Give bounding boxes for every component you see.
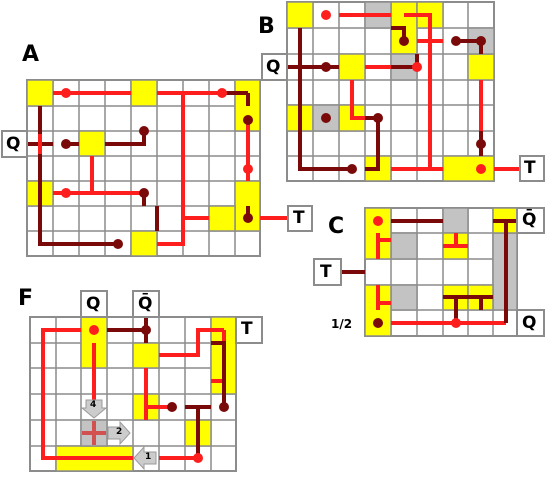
panel-f-marker-2: 2 bbox=[116, 427, 123, 437]
panel-f-title: F bbox=[18, 286, 34, 311]
panel-b-nodes bbox=[321, 10, 486, 174]
panel-c-red-wires bbox=[376, 233, 506, 325]
panel-f-marker-1: 1 bbox=[145, 452, 152, 462]
panel-f-markers bbox=[80, 399, 157, 471]
panel-c-qbar-label: Q̄ bbox=[522, 210, 537, 230]
panel-a-t-terminal-box bbox=[287, 205, 313, 232]
panel-f-gray-crossover bbox=[82, 421, 106, 445]
panel-a-q-label: Q bbox=[6, 134, 21, 154]
panel-f-nodes bbox=[89, 325, 229, 463]
panel-c-t-terminal-box bbox=[313, 258, 342, 286]
panel-b-t-label: T bbox=[524, 158, 536, 178]
panel-c-dark-wires bbox=[341, 219, 517, 323]
panel-a-red-wires bbox=[53, 91, 288, 246]
panel-b-q-terminal-box bbox=[261, 53, 288, 81]
panel-b-q-label: Q bbox=[266, 57, 281, 77]
panel-f-t-label: T bbox=[241, 319, 253, 339]
panel-b-t-terminal-box bbox=[519, 155, 545, 182]
panel-c bbox=[313, 207, 545, 337]
panel-f-marker-4: 4 bbox=[90, 400, 97, 410]
panel-a-title: A bbox=[22, 42, 40, 67]
panel-b-red-wires bbox=[339, 13, 520, 171]
panel-f-qbar-label: Q̄ bbox=[138, 294, 153, 314]
panel-f bbox=[29, 290, 263, 472]
panel-f-qbar-terminal-box bbox=[132, 290, 160, 318]
panel-c-t-label: T bbox=[320, 262, 332, 282]
panel-c-q-label: Q bbox=[522, 313, 537, 333]
panel-f-t-terminal-box bbox=[235, 316, 263, 344]
panel-c-q-terminal-box bbox=[516, 309, 545, 337]
panel-b bbox=[261, 1, 545, 182]
panel-c-qbar-terminal-box bbox=[516, 207, 545, 234]
panel-f-q-terminal-box bbox=[80, 290, 108, 318]
panel-a-q-terminal-box bbox=[1, 130, 28, 158]
panel-a-nodes bbox=[61, 88, 253, 249]
panel-b-title: B bbox=[258, 14, 275, 39]
panel-a bbox=[1, 79, 313, 257]
panel-f-q-label: Q bbox=[86, 294, 101, 314]
panel-c-half-label: 1/2 bbox=[331, 317, 353, 331]
panel-c-nodes bbox=[373, 216, 461, 328]
panel-c-title: C bbox=[328, 214, 345, 239]
panel-a-t-label: T bbox=[293, 208, 305, 228]
